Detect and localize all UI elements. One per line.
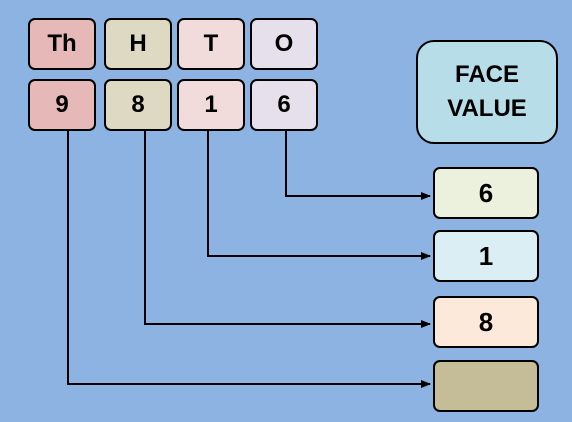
header-tens: T xyxy=(177,18,245,70)
answer-thousands xyxy=(433,360,539,412)
header-hundreds: H xyxy=(104,18,172,70)
answer-hundreds: 8 xyxy=(433,296,539,348)
digit-thousands: 9 xyxy=(28,79,96,131)
arrow-ones-to-answer xyxy=(285,131,431,200)
digit-ones: 6 xyxy=(250,79,318,131)
digit-tens: 1 xyxy=(177,79,245,131)
header-thousands: Th xyxy=(28,18,96,70)
face-value-title: FACE VALUE xyxy=(416,40,558,144)
arrow-tens-to-answer xyxy=(207,131,431,260)
answer-ones: 6 xyxy=(433,167,539,219)
arrow-thousands-to-answer xyxy=(67,131,431,388)
arrow-hundreds-to-answer xyxy=(144,131,431,328)
face-value-title-line2: VALUE xyxy=(447,95,527,122)
digit-hundreds: 8 xyxy=(104,79,172,131)
face-value-title-line1: FACE xyxy=(454,61,519,89)
header-ones: O xyxy=(250,18,318,70)
answer-tens: 1 xyxy=(433,230,539,282)
